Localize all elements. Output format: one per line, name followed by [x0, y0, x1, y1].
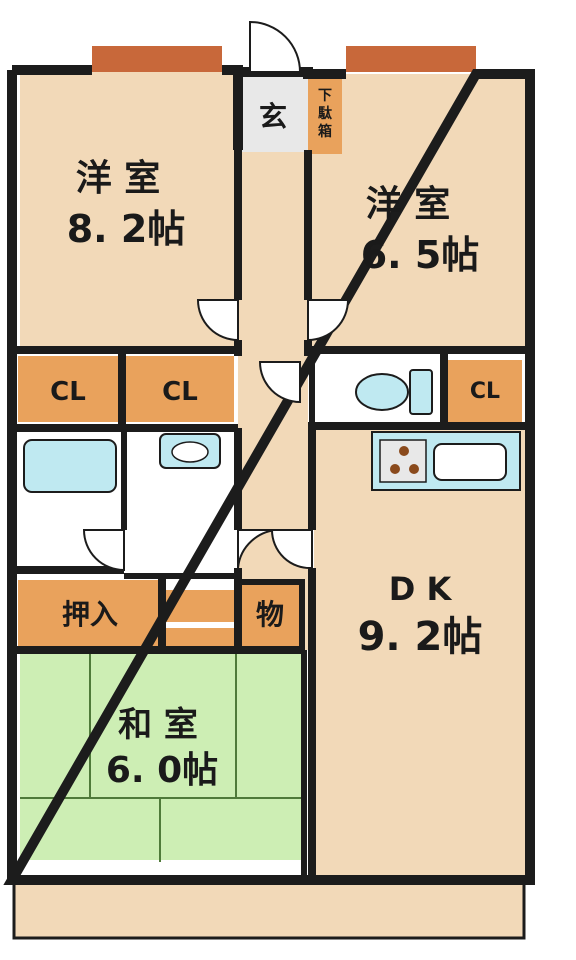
floor-entrance: [238, 72, 308, 152]
toilet-icon: [355, 373, 409, 411]
room-name-western-left: 洋 室: [76, 158, 161, 199]
room-labels: 洋 室 8. 2帖 洋 室 6. 5帖 和 室 6. 0帖 D K 9. 2帖 …: [50, 88, 500, 791]
storage-label: 物: [256, 598, 284, 631]
closet-label-right: CL: [470, 379, 500, 404]
closet-label-left-1: CL: [50, 377, 86, 407]
windows: [92, 46, 476, 72]
room-name-dk: D K: [389, 570, 453, 608]
room-size-japanese: 6. 0帖: [106, 750, 218, 791]
window-top-left: [92, 46, 222, 72]
kitchen-sink-icon: [433, 443, 507, 481]
bathtub-icon: [23, 439, 117, 493]
balcony-outline: [12, 876, 526, 940]
tatami-lines: [20, 650, 302, 862]
floor-balcony: [14, 878, 524, 938]
closet-right: [448, 360, 522, 422]
room-name-japanese: 和 室: [118, 705, 198, 745]
window-top-right: [346, 46, 476, 72]
room-name-western-right: 洋 室: [366, 184, 451, 225]
oshiire-shelf-lower: [162, 628, 234, 650]
room-size-western-right: 6. 5帖: [361, 233, 480, 277]
toilet-tank: [409, 369, 433, 415]
walls: [3, 65, 535, 885]
door-washroom: [82, 529, 125, 572]
room-size-dk: 9. 2帖: [358, 614, 483, 660]
oshiire-label: 押入: [62, 598, 118, 631]
storage-closet: [238, 582, 300, 648]
door-bedroom-right: [307, 299, 350, 342]
fixtures: [23, 369, 521, 493]
shoe-box-label-3: 箱: [318, 123, 332, 140]
closet-label-left-2: CL: [162, 377, 198, 407]
door-dk: [270, 529, 313, 570]
doors: [82, 20, 350, 572]
shoe-box-label-2: 駄: [318, 105, 333, 122]
washbasin-bowl: [171, 441, 209, 463]
door-entrance: [249, 20, 302, 73]
door-toilet: [258, 361, 301, 404]
closet-left-1: [18, 356, 118, 422]
entrance-label: 玄: [259, 100, 287, 133]
burner-2: [390, 464, 400, 474]
room-size-western-left: 8. 2帖: [67, 207, 186, 251]
storage-blocks: [18, 78, 522, 650]
shoe-box: [308, 78, 342, 154]
door-bedroom-left: [196, 299, 239, 342]
closet-left-2: [126, 356, 234, 422]
burner-1: [399, 446, 409, 456]
shoe-box-label-1: 下: [318, 88, 332, 104]
burner-3: [409, 464, 419, 474]
floor-dk: [314, 428, 526, 876]
oshiire-closet: [18, 580, 162, 646]
